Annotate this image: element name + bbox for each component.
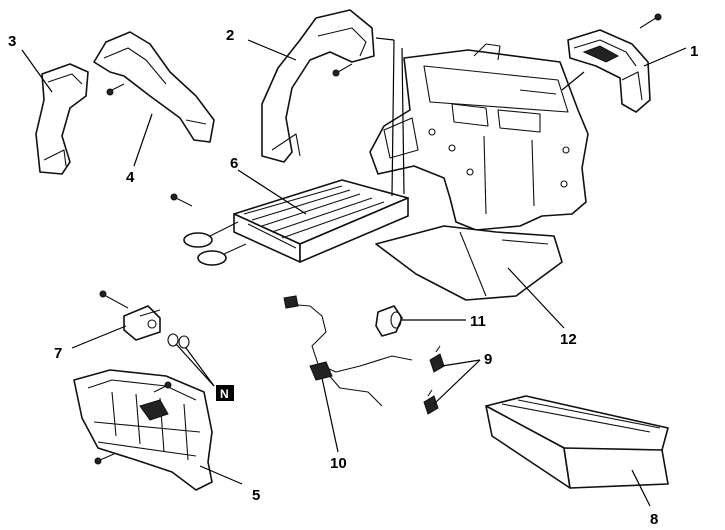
screw-part-4 (106, 83, 125, 96)
screw-part-2 (332, 63, 353, 77)
callout-11: 11 (470, 313, 486, 330)
part-1-duct (567, 29, 651, 113)
part-2-duct (261, 9, 375, 163)
screw-part-6 (170, 193, 193, 207)
callout-4: 4 (126, 169, 135, 186)
part-8-evaporator-core (485, 395, 669, 489)
callout-6: 6 (230, 155, 238, 172)
callout-8: 8 (650, 511, 658, 528)
part-12-lower-case (375, 225, 563, 301)
part-3-duct (35, 63, 89, 175)
o-rings (167, 333, 190, 349)
part-10-wiring-harness (283, 295, 413, 407)
part-7-component (99, 290, 161, 341)
callout-3: 3 (8, 33, 16, 50)
callout-9: 9 (484, 351, 492, 368)
callout-7: 7 (54, 345, 62, 362)
part-4-duct (93, 31, 215, 143)
part-9-clips (423, 345, 445, 415)
callout-10: 10 (330, 455, 347, 472)
callouts: 1 2 3 4 5 6 7 8 9 10 11 12 (8, 27, 698, 528)
callout-1: 1 (690, 43, 698, 60)
screw-part-1 (639, 13, 662, 29)
n-badge: N (216, 385, 234, 401)
leader-lines (21, 37, 687, 507)
part-5-evaporator-housing (73, 369, 213, 491)
part-11-sensor (375, 305, 403, 337)
part-6-heater-core (183, 179, 409, 266)
n-badge-label: N (220, 387, 229, 401)
callout-5: 5 (252, 487, 260, 504)
callout-2: 2 (226, 27, 234, 44)
callout-12: 12 (560, 331, 577, 348)
screws-part-5 (94, 381, 172, 465)
